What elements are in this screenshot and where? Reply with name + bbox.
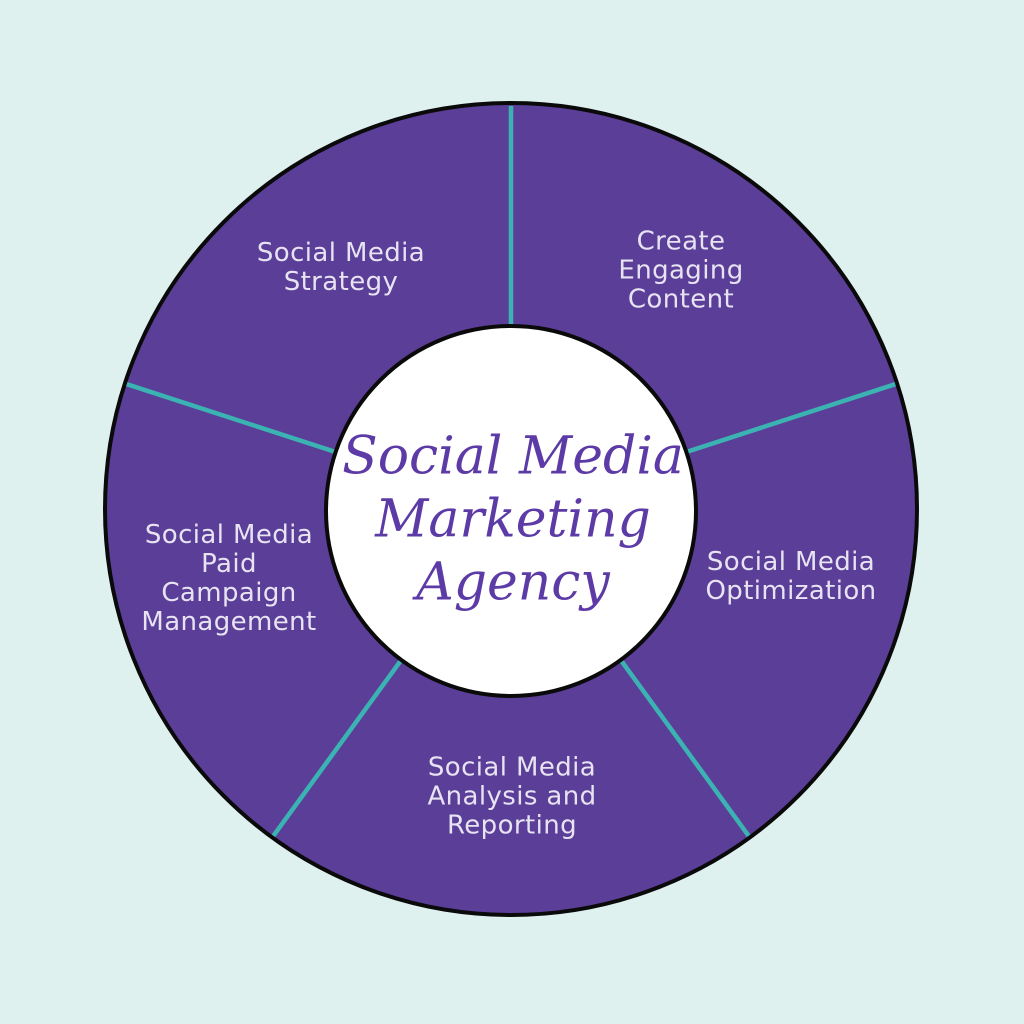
segment-label-optimization: Social Media Optimization <box>705 547 877 606</box>
segment-divider-lower-left <box>271 658 404 838</box>
center-circle <box>324 324 698 698</box>
segment-label-strategy: Social Media Strategy <box>256 238 426 297</box>
center-title: Social Media Marketing Agency <box>342 426 684 613</box>
segment-dividers <box>126 106 896 838</box>
segment-divider-upper-left <box>126 382 335 454</box>
segment-label-paid-campaign: Social Media Paid Campaign Management <box>141 520 317 637</box>
segment-divider-lower-right <box>618 658 751 838</box>
segment-label-create-content: Create Engaging Content <box>618 226 744 315</box>
segment-divider-upper-right <box>687 382 896 454</box>
segment-label-analysis: Social Media Analysis and Reporting <box>427 752 597 841</box>
